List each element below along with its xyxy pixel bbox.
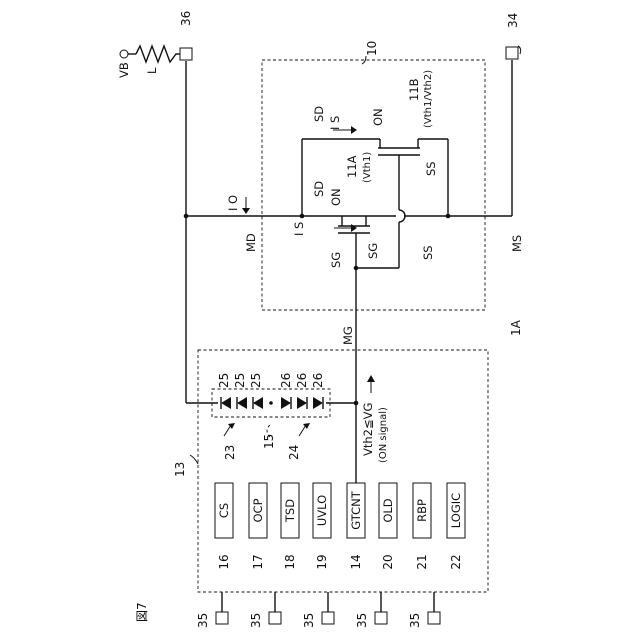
block-ref: 17 — [251, 554, 265, 569]
block-ref: 20 — [381, 554, 395, 569]
label-ss-11b: SS — [424, 161, 438, 176]
ref-25-2: 25 — [233, 373, 247, 388]
label-vth1: (Vth1) — [362, 152, 373, 183]
ref-15: 15 — [262, 434, 276, 449]
diode-icon — [221, 397, 231, 409]
ref-25-1: 25 — [217, 373, 231, 388]
device-10-boundary — [262, 60, 485, 310]
label-is-11b: I S — [328, 116, 342, 130]
ref-35-3: 35 — [302, 613, 316, 628]
ref-13: 13 — [173, 462, 187, 477]
pin-35-5 — [428, 612, 440, 624]
block-logic: LOGIC 22 — [447, 483, 465, 570]
block-ref: 18 — [283, 554, 297, 569]
pin-35-4 — [375, 612, 387, 624]
diode-icon — [281, 397, 291, 409]
diode-icon — [253, 397, 263, 409]
label-ms: MS — [510, 235, 524, 252]
ref-35-2: 35 — [249, 613, 263, 628]
label-md: MD — [244, 233, 258, 252]
terminal-34 — [506, 47, 518, 59]
block-layer: CS 16 OCP 17 TSD 18 UVLO 19 GTCNT 14 OLD 20 RBP 21 LOG… — [215, 483, 465, 570]
block-name: OCP — [251, 498, 265, 522]
vb-terminal-icon — [120, 50, 128, 58]
label-sg-left: SG — [329, 252, 343, 268]
block-name: OLD — [381, 498, 395, 522]
label-inductor: L — [145, 67, 159, 74]
ref-36: 36 — [179, 11, 193, 26]
diode-icon — [297, 397, 307, 409]
block-name: UVLO — [315, 495, 329, 526]
block-name: GTCNT — [349, 490, 363, 529]
label-sg-right: SG — [366, 243, 380, 259]
ref-25-3: 25 — [249, 373, 263, 388]
leader-arrow-24-icon — [299, 423, 310, 436]
terminal-36 — [180, 48, 192, 60]
figure-label: 図7 — [135, 602, 149, 622]
label-cond: Vth2≦VG — [361, 403, 375, 456]
block-ref: 14 — [349, 554, 363, 569]
block-name: TSD — [283, 499, 297, 523]
label-on-11b: ON — [371, 108, 385, 126]
block-name: RBP — [415, 499, 429, 522]
block-uvlo: UVLO 19 — [313, 483, 331, 570]
is-arrow-11a-icon — [334, 224, 357, 232]
label-io: I O — [226, 195, 240, 211]
inductor-L — [136, 46, 178, 62]
ref-26-2: 26 — [295, 373, 309, 388]
block-ocp: OCP 17 — [249, 483, 267, 570]
diode-icon — [237, 397, 247, 409]
block-name: CS — [217, 503, 231, 518]
block-gtcnt: GTCNT 14 — [347, 483, 365, 570]
block-cs: CS 16 — [215, 483, 233, 570]
label-ss-11a: SS — [421, 245, 435, 260]
ref-26-3: 26 — [311, 373, 325, 388]
block-ref: 22 — [449, 554, 463, 569]
label-on-signal: (ON signal) — [378, 407, 389, 463]
ref-23: 23 — [223, 445, 237, 460]
label-mg: MG — [341, 326, 355, 345]
block-rbp: RBP 21 — [413, 483, 431, 570]
label-11b: 11B — [407, 78, 421, 101]
ref-26-1: 26 — [279, 373, 293, 388]
ref-34: 34 — [506, 13, 520, 28]
ref-35-1: 35 — [196, 613, 210, 628]
pin-35-1 — [216, 612, 228, 624]
on-signal-arrow-icon — [367, 375, 375, 393]
block-ref: 16 — [217, 554, 231, 569]
label-is-11a: I S — [292, 222, 306, 236]
block-ref: 21 — [415, 554, 429, 569]
label-vb: VB — [117, 62, 131, 78]
label-vth1vth2: (Vth1/Vth2) — [423, 70, 434, 128]
label-11a: 11A — [345, 155, 359, 178]
ref-1a: 1A — [509, 319, 523, 336]
block-tsd: TSD 18 — [281, 483, 299, 570]
block-ref: 19 — [315, 554, 329, 569]
label-sd-11b: SD — [312, 106, 326, 122]
block-name: LOGIC — [449, 493, 463, 528]
io-arrow-icon — [242, 197, 250, 214]
leader-arrow-23-icon — [224, 423, 235, 436]
pin-35-3 — [322, 612, 334, 624]
label-sd-11a: SD — [312, 181, 326, 197]
block-old: OLD 20 — [379, 483, 397, 570]
diode-icon — [313, 397, 323, 409]
ref-24: 24 — [287, 445, 301, 460]
ref-10: 10 — [365, 41, 379, 56]
pin-35-2 — [269, 612, 281, 624]
label-on-11a: ON — [329, 188, 343, 206]
ref-35-4: 35 — [355, 613, 369, 628]
ref-35-5: 35 — [408, 613, 422, 628]
